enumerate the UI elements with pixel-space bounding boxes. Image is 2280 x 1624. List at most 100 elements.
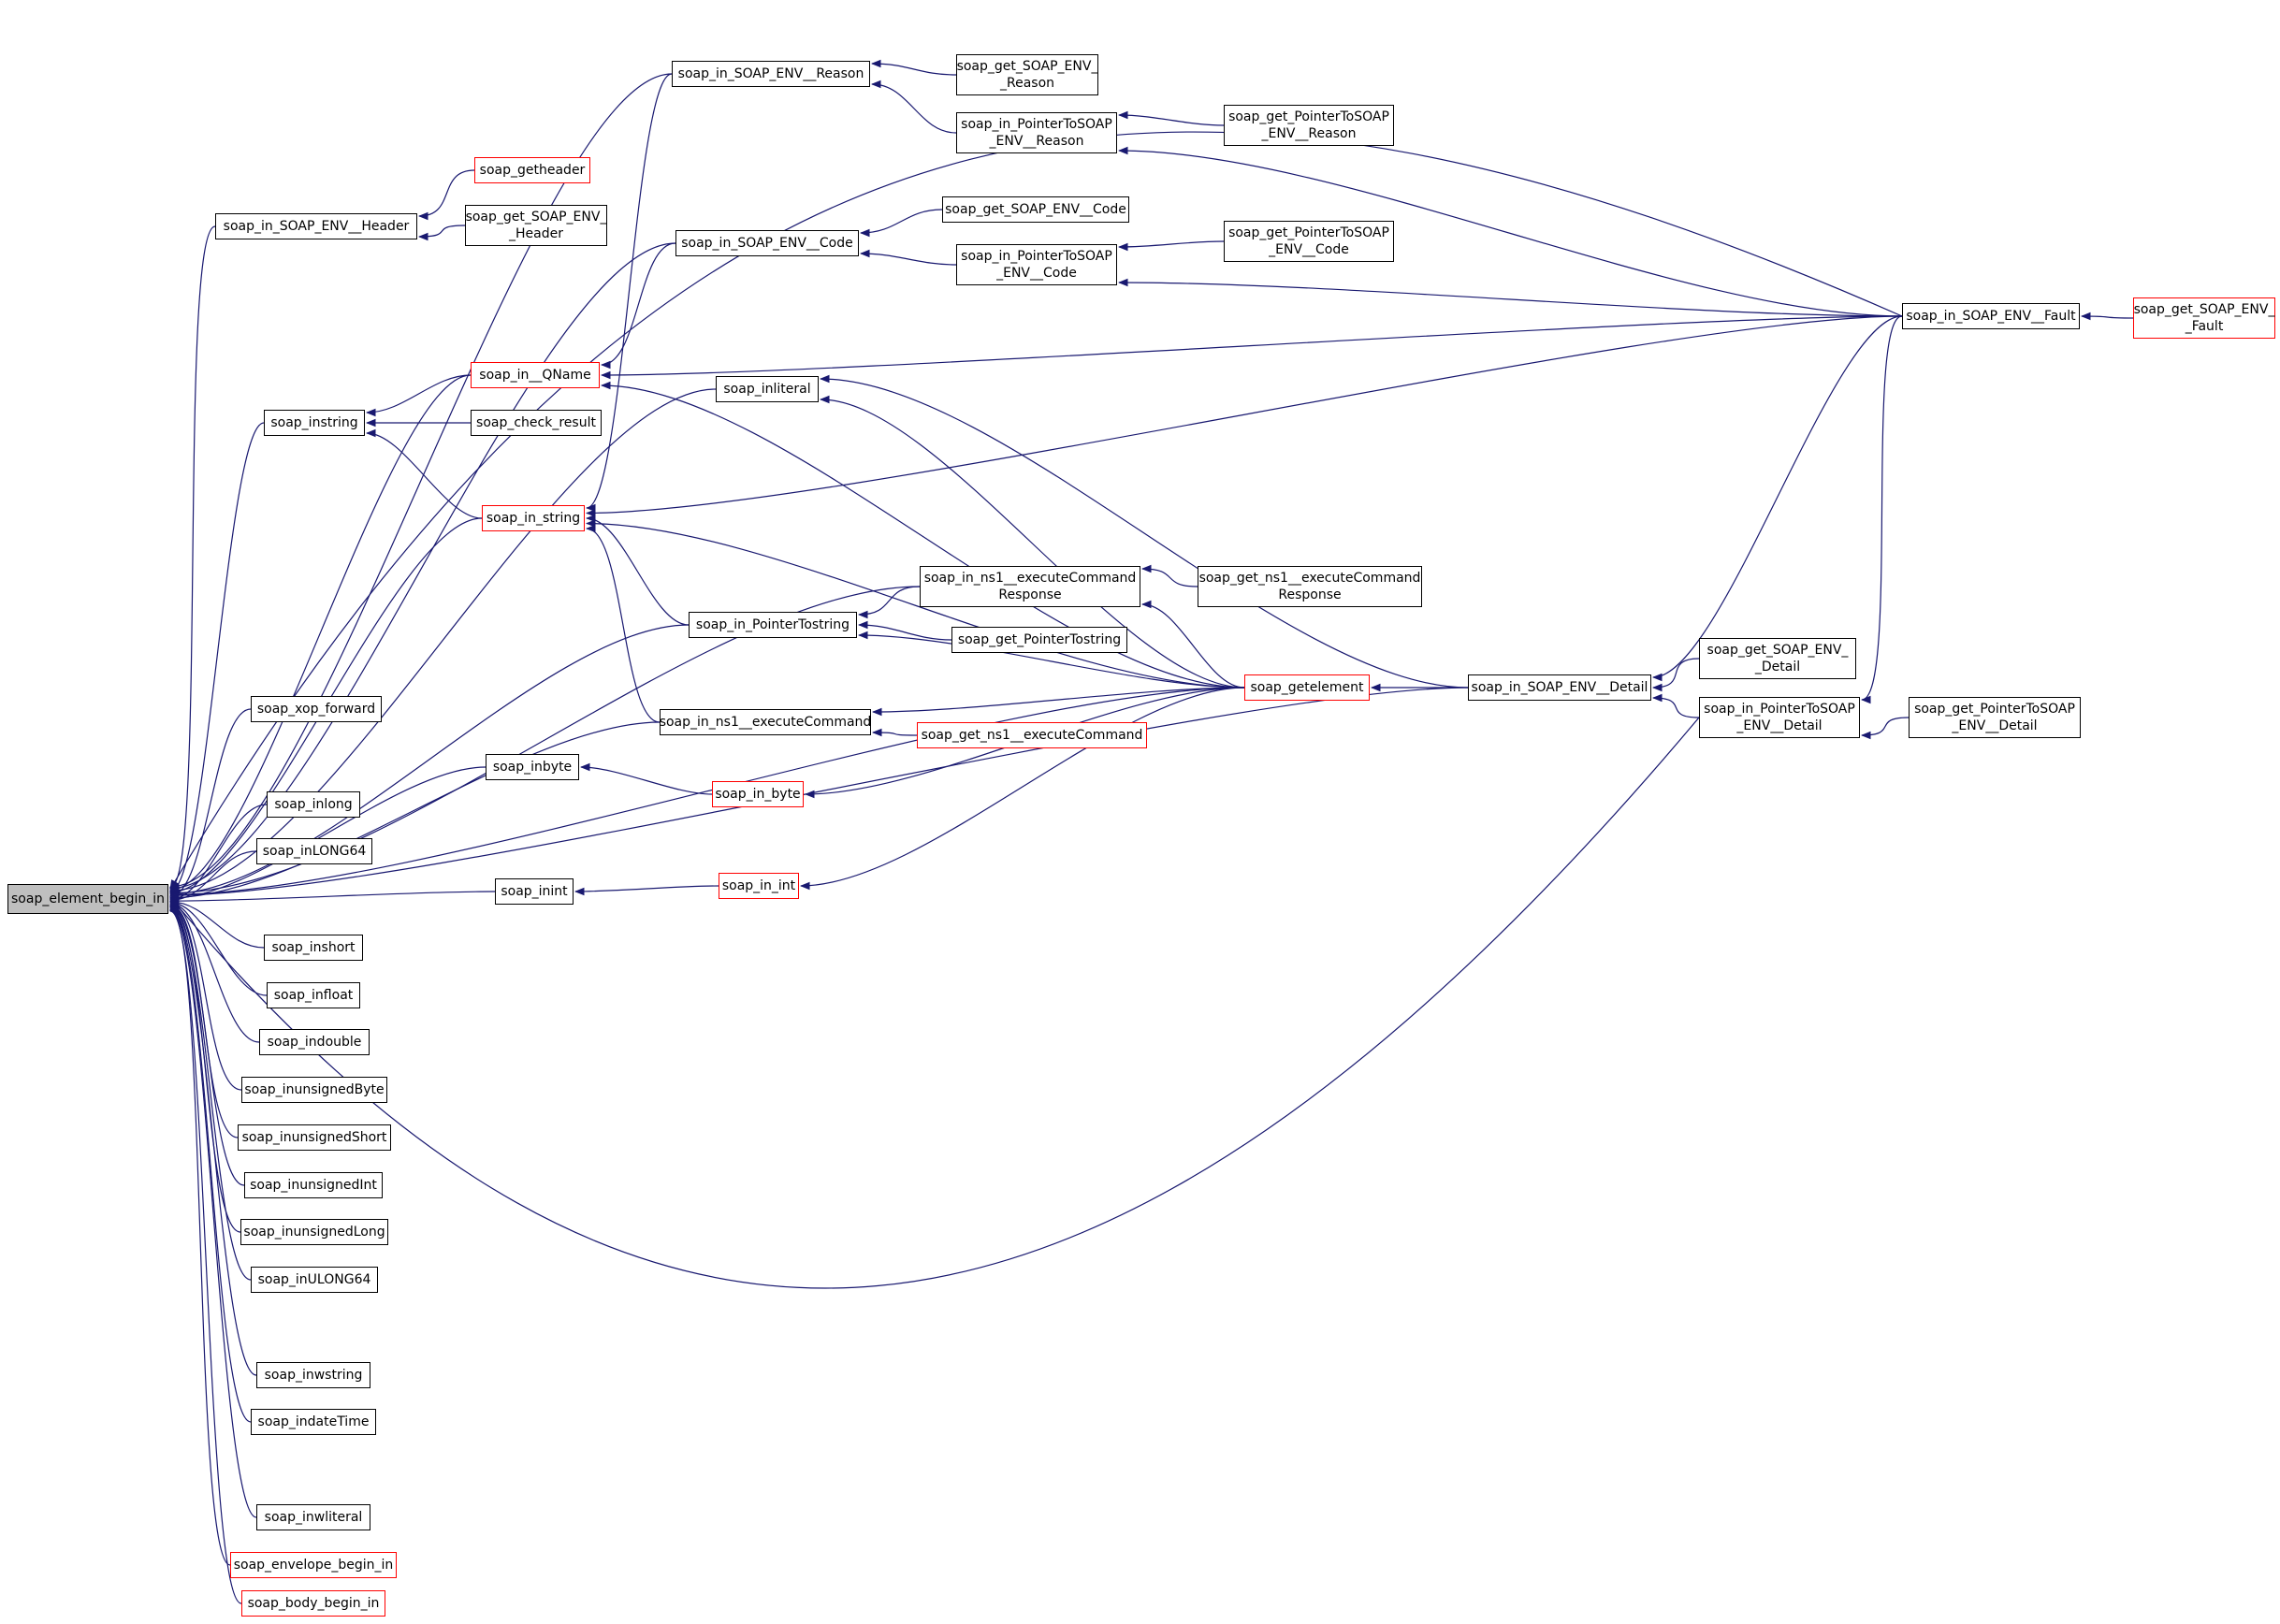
edge-soap_get_SOAP_ENV__Reason-to-soap_in_SOAP_ENV__Reason: [870, 59, 957, 76]
node-soap_xop_forward[interactable]: soap_xop_forward: [251, 696, 382, 722]
node-soap_indouble[interactable]: soap_indouble: [259, 1029, 370, 1055]
node-soap_in__QName[interactable]: soap_in__QName: [471, 362, 600, 388]
node-label: soap_getelement: [1250, 679, 1364, 695]
node-soap_get_ns1__executeCommand[interactable]: soap_get_ns1__executeCommand: [917, 722, 1147, 748]
node-label: soap_inlong: [274, 796, 353, 812]
node-label: soap_xop_forward: [256, 701, 376, 717]
node-label: soap_get_PointerTostring: [957, 631, 1122, 647]
edge-soap_in_PointerToSOAP_ENV__Detail-to-soap_element_begin_in: [169, 717, 1700, 1289]
node-label: soap_inunsignedInt: [250, 1177, 377, 1193]
node-soap_in_byte[interactable]: soap_in_byte: [712, 781, 804, 807]
edge-soap_getelement-to-soap_in_string: [585, 519, 1245, 689]
edge-soap_inwstring-to-soap_element_begin_in: [168, 904, 257, 1376]
edge-soap_in_SOAP_ENV__Reason-to-soap_in_string: [585, 73, 673, 513]
node-soap_inwstring[interactable]: soap_inwstring: [256, 1362, 370, 1388]
node-label: soap_get_SOAP_ENV_ _Reason: [956, 58, 1098, 91]
edge-soap_in_SOAP_ENV__Fault-to-soap_in_PointerToSOAP_ENV__Code: [1117, 278, 1903, 317]
node-soap_inunsignedByte[interactable]: soap_inunsignedByte: [241, 1077, 387, 1103]
node-soap_in_SOAP_ENV__Fault[interactable]: soap_in_SOAP_ENV__Fault: [1902, 303, 2080, 329]
node-label: soap_in_string: [486, 510, 581, 526]
node-label: soap_get_PointerToSOAP _ENV__Reason: [1228, 109, 1389, 141]
node-soap_inshort[interactable]: soap_inshort: [264, 935, 363, 961]
node-label: soap_in__QName: [479, 367, 591, 383]
node-soap_get_SOAP_ENV__Header[interactable]: soap_get_SOAP_ENV_ _Header: [465, 205, 607, 246]
edge-soap_get_SOAP_ENV__Detail-to-soap_in_SOAP_ENV__Detail: [1651, 658, 1700, 692]
edge-soap_in_ns1__executeCommand-to-soap_in_string: [585, 524, 661, 723]
node-soap_get_SOAP_ENV__Code[interactable]: soap_get_SOAP_ENV__Code: [942, 196, 1129, 223]
node-soap_infloat[interactable]: soap_infloat: [267, 982, 360, 1008]
node-soap_inLONG64[interactable]: soap_inLONG64: [256, 838, 372, 864]
edge-soap_inint-to-soap_element_begin_in: [168, 891, 496, 906]
node-soap_check_result[interactable]: soap_check_result: [471, 410, 602, 436]
node-soap_in_SOAP_ENV__Code[interactable]: soap_in_SOAP_ENV__Code: [675, 230, 859, 256]
edge-soap_in_ns1__executeCommandResponse-to-soap_element_begin_in: [168, 586, 921, 898]
node-label: soap_inwstring: [264, 1367, 363, 1383]
node-soap_body_begin_in[interactable]: soap_body_begin_in: [241, 1590, 385, 1617]
node-soap_inlong[interactable]: soap_inlong: [267, 791, 360, 818]
node-soap_inULONG64[interactable]: soap_inULONG64: [251, 1267, 378, 1293]
edge-soap_get_SOAP_ENV__Header-to-soap_in_SOAP_ENV__Header: [417, 225, 466, 241]
node-soap_inbyte[interactable]: soap_inbyte: [486, 754, 579, 780]
edge-soap_in_PointerTostring-to-soap_element_begin_in: [168, 624, 690, 898]
node-soap_inwliteral[interactable]: soap_inwliteral: [256, 1504, 370, 1530]
node-soap_get_PointerToSOAP_ENV__Code[interactable]: soap_get_PointerToSOAP _ENV__Code: [1224, 221, 1394, 262]
node-soap_indateTime[interactable]: soap_indateTime: [251, 1409, 376, 1435]
node-soap_in_int[interactable]: soap_in_int: [719, 873, 799, 899]
node-soap_get_PointerToSOAP_ENV__Reason[interactable]: soap_get_PointerToSOAP _ENV__Reason: [1224, 105, 1394, 146]
node-soap_inliteral[interactable]: soap_inliteral: [716, 376, 819, 402]
edge-soap_inbyte-to-soap_element_begin_in: [168, 766, 486, 903]
edge-soap_getelement-to-soap_in_PointerTostring: [857, 631, 1245, 689]
edge-soap_infloat-to-soap_element_begin_in: [168, 898, 268, 996]
edge-soap_getelement-to-soap_in__QName: [600, 381, 1245, 689]
node-soap_envelope_begin_in[interactable]: soap_envelope_begin_in: [230, 1552, 397, 1578]
node-soap_inunsignedInt[interactable]: soap_inunsignedInt: [244, 1172, 383, 1198]
edge-soap_in__QName-to-soap_instring: [365, 374, 472, 417]
node-label: soap_inbyte: [492, 759, 573, 775]
edge-soap_in_PointerToSOAP_ENV__Code-to-soap_in_SOAP_ENV__Code: [859, 249, 957, 266]
edge-soap_in_SOAP_ENV__Fault-to-soap_in__QName: [600, 315, 1903, 380]
node-soap_in_string[interactable]: soap_in_string: [482, 505, 585, 531]
node-label: soap_infloat: [273, 987, 354, 1003]
node-soap_get_SOAP_ENV__Fault[interactable]: soap_get_SOAP_ENV_ _Fault: [2133, 297, 2275, 339]
node-soap_in_SOAP_ENV__Detail[interactable]: soap_in_SOAP_ENV__Detail: [1468, 674, 1651, 701]
edge-soap_inliteral-to-soap_element_begin_in: [168, 388, 717, 895]
node-label: soap_get_ns1__executeCommand Response: [1198, 570, 1421, 602]
edge-soap_get_SOAP_ENV__Code-to-soap_in_SOAP_ENV__Code: [859, 209, 943, 238]
node-label: soap_envelope_begin_in: [233, 1557, 394, 1573]
node-label: soap_inunsignedLong: [243, 1224, 385, 1240]
node-soap_in_ns1__executeCommandResponse[interactable]: soap_in_ns1__executeCommand Response: [920, 566, 1140, 607]
edge-soap_in_PointerToSOAP_ENV__Reason-to-soap_in_SOAP_ENV__Reason: [870, 80, 957, 134]
edge-soap_in_string-to-soap_instring: [365, 428, 483, 519]
node-soap_getheader[interactable]: soap_getheader: [474, 157, 590, 183]
node-soap_in_PointerTostring[interactable]: soap_in_PointerTostring: [689, 612, 857, 638]
edge-soap_inunsignedInt-to-soap_element_begin_in: [168, 901, 245, 1186]
node-label: soap_inint: [501, 883, 568, 899]
node-soap_get_SOAP_ENV__Reason[interactable]: soap_get_SOAP_ENV_ _Reason: [956, 54, 1098, 95]
node-soap_in_SOAP_ENV__Header[interactable]: soap_in_SOAP_ENV__Header: [215, 213, 417, 239]
edge-soap_getelement-to-soap_inliteral: [819, 395, 1245, 689]
node-soap_get_PointerTostring[interactable]: soap_get_PointerTostring: [951, 627, 1127, 653]
node-soap_getelement[interactable]: soap_getelement: [1244, 674, 1370, 701]
node-soap_get_PointerToSOAP_ENV__Detail[interactable]: soap_get_PointerToSOAP _ENV__Detail: [1909, 697, 2081, 738]
edge-soap_indateTime-to-soap_element_begin_in: [168, 905, 252, 1423]
edge-soap_inULONG64-to-soap_element_begin_in: [168, 903, 252, 1281]
node-soap_in_ns1__executeCommand[interactable]: soap_in_ns1__executeCommand: [660, 709, 871, 735]
node-soap_inint[interactable]: soap_inint: [495, 878, 574, 905]
edge-soap_getelement-to-soap_in_ns1__executeCommand: [871, 687, 1245, 717]
node-soap_instring[interactable]: soap_instring: [264, 410, 365, 436]
node-soap_in_SOAP_ENV__Reason[interactable]: soap_in_SOAP_ENV__Reason: [672, 61, 870, 87]
edge-soap_getheader-to-soap_in_SOAP_ENV__Header: [417, 169, 475, 221]
node-soap_inunsignedLong[interactable]: soap_inunsignedLong: [240, 1219, 388, 1245]
node-label: soap_in_SOAP_ENV__Reason: [677, 65, 864, 81]
node-label: soap_inliteral: [723, 381, 811, 397]
node-soap_element_begin_in[interactable]: soap_element_begin_in: [7, 884, 168, 914]
node-soap_in_PointerToSOAP_ENV__Reason[interactable]: soap_in_PointerToSOAP _ENV__Reason: [956, 112, 1117, 153]
node-soap_get_ns1__executeCommandResponse[interactable]: soap_get_ns1__executeCommand Response: [1198, 566, 1422, 607]
node-soap_in_PointerToSOAP_ENV__Detail[interactable]: soap_in_PointerToSOAP _ENV__Detail: [1699, 697, 1860, 738]
node-soap_get_SOAP_ENV__Detail[interactable]: soap_get_SOAP_ENV_ _Detail: [1699, 638, 1856, 679]
node-soap_inunsignedShort[interactable]: soap_inunsignedShort: [238, 1124, 391, 1151]
node-soap_in_PointerToSOAP_ENV__Code[interactable]: soap_in_PointerToSOAP _ENV__Code: [956, 244, 1117, 285]
node-label: soap_in_int: [721, 877, 796, 893]
edge-soap_in_SOAP_ENV__Fault-to-soap_in_string: [585, 315, 1903, 517]
